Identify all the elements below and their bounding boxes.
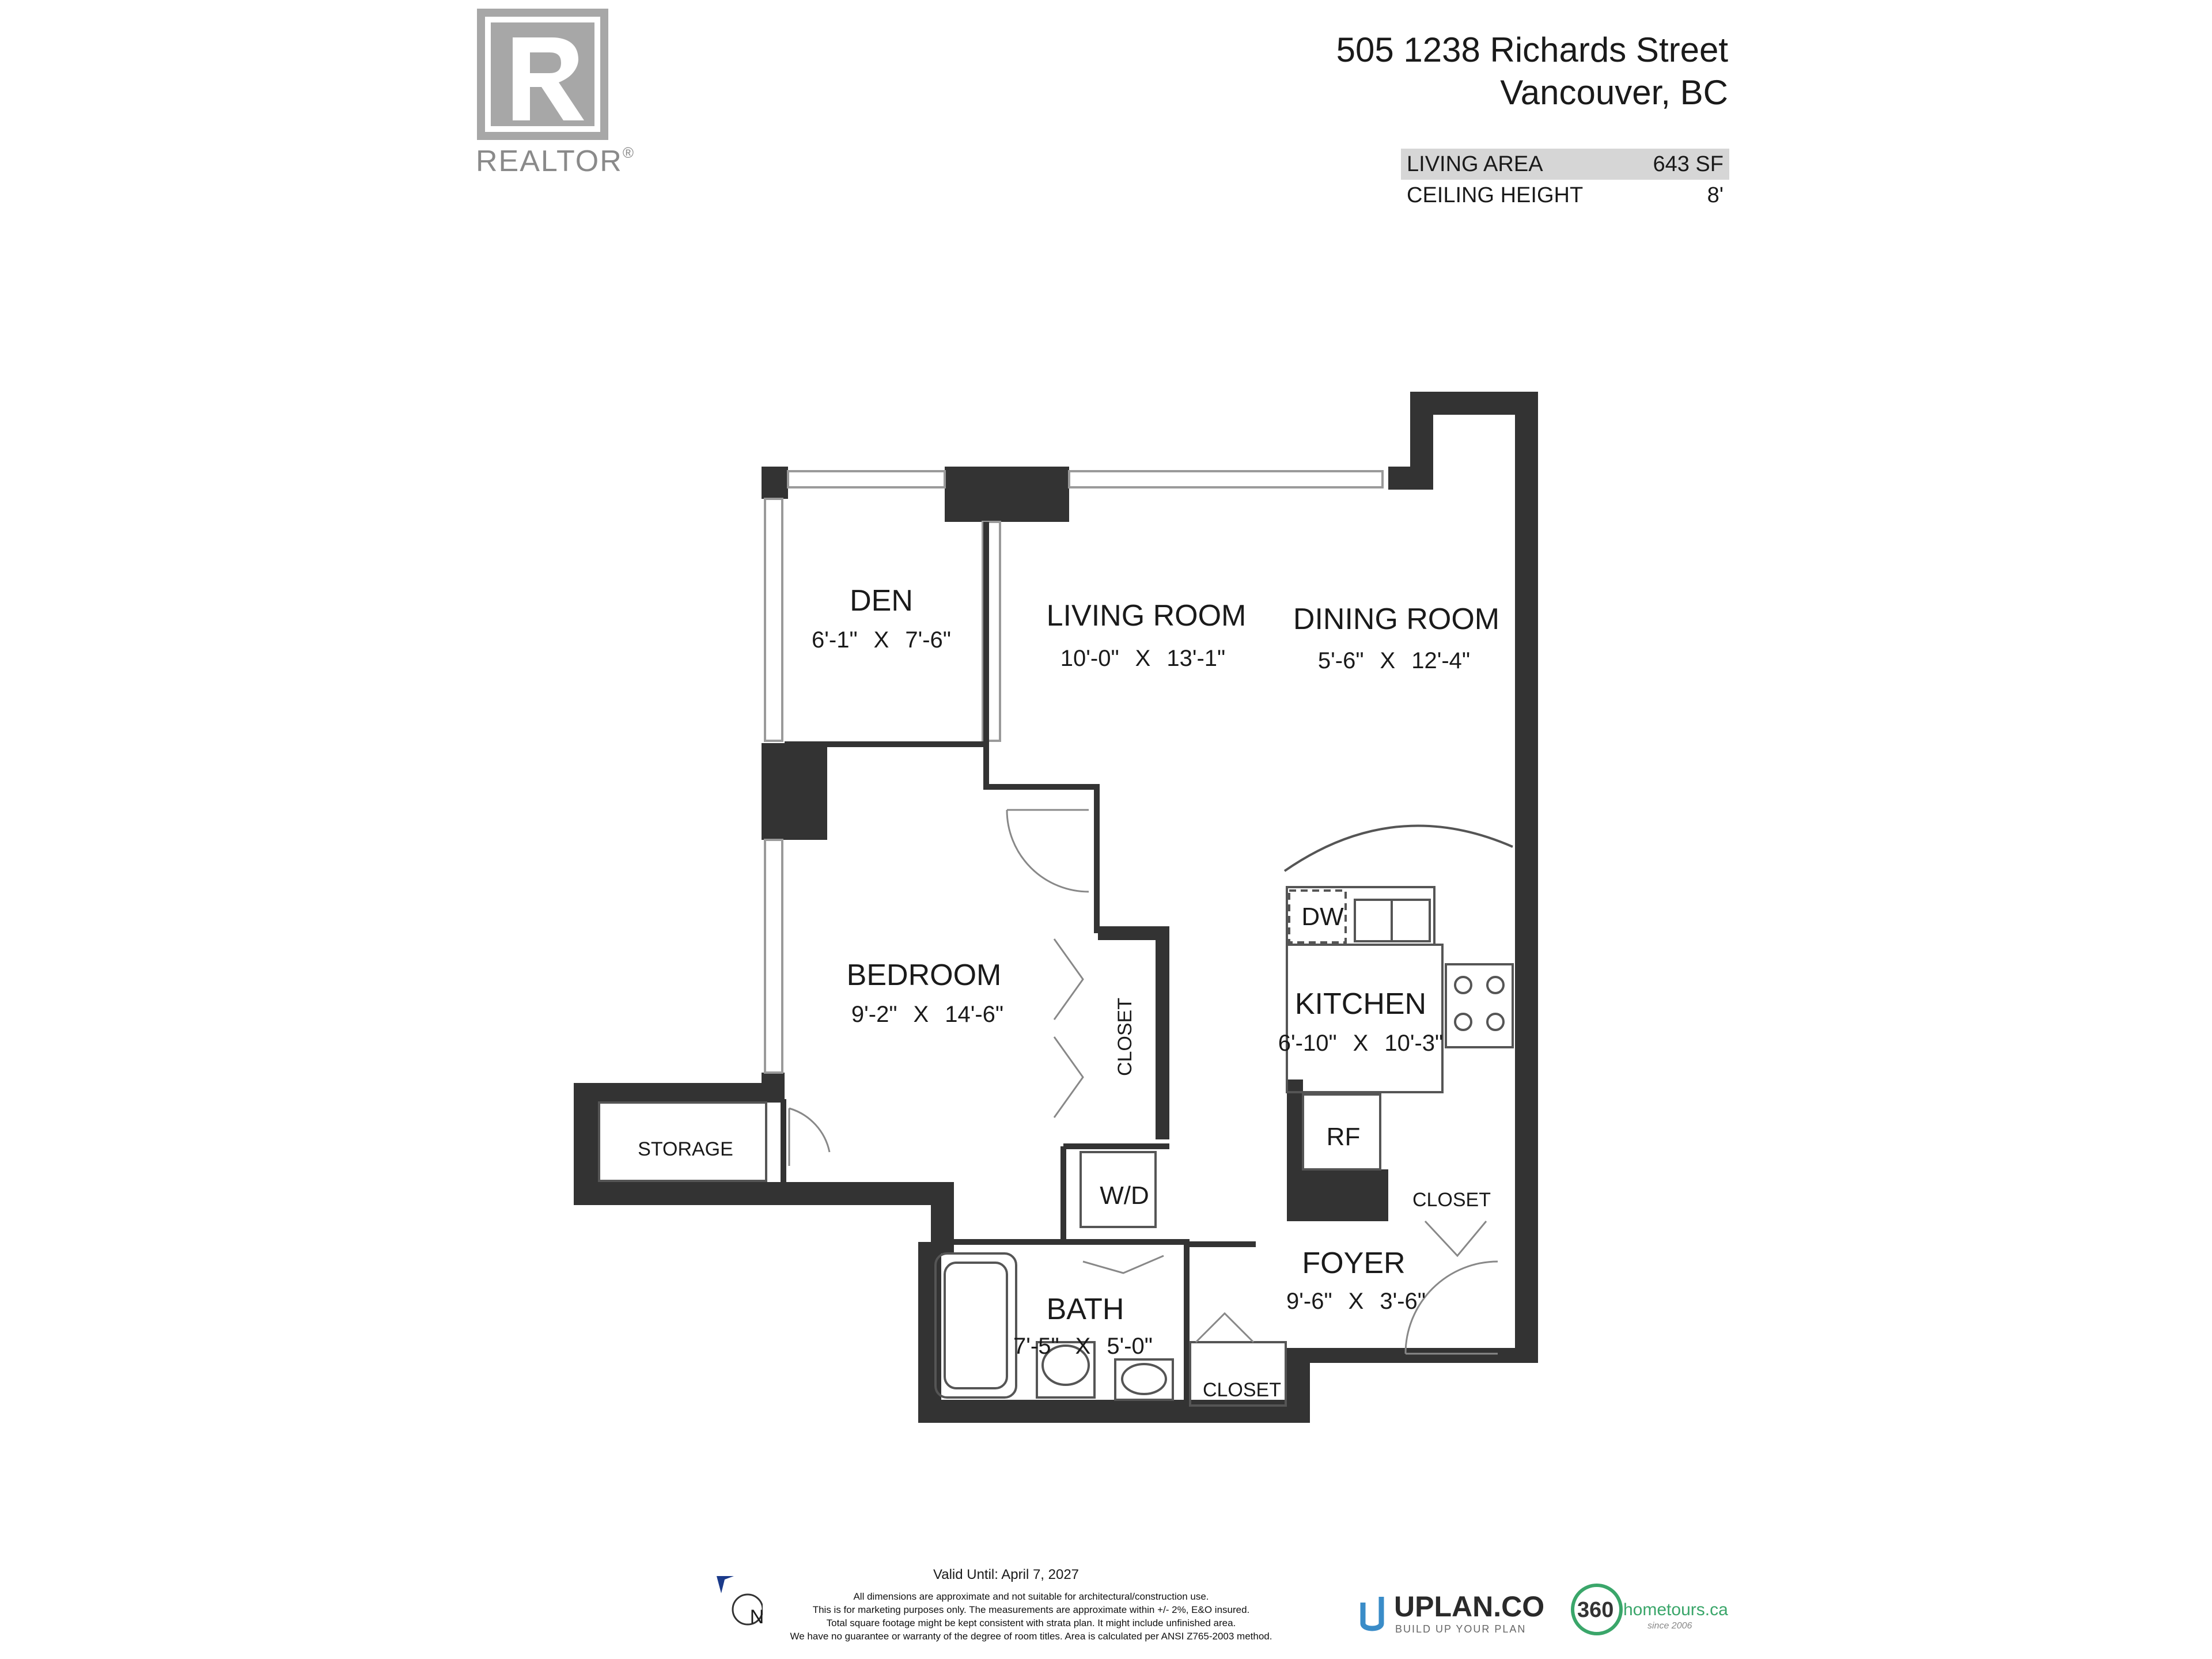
closet-label-bedroom: CLOSET — [1114, 998, 1136, 1076]
room-name-kitchen: KITCHEN — [1295, 987, 1426, 1021]
disclaimer-line: We have no guarantee or warranty of the … — [790, 1631, 1272, 1642]
fixture-washer-dryer: W/D — [1100, 1181, 1149, 1210]
kitchen-counters — [1283, 824, 1514, 1171]
fixture-fridge: RF — [1327, 1123, 1361, 1151]
fixture-dishwasher: DW — [1301, 903, 1344, 931]
storage-label: STORAGE — [638, 1138, 733, 1160]
stat-label: LIVING AREA — [1407, 152, 1543, 176]
room-name-living: LIVING ROOM — [1047, 599, 1247, 632]
north-label: N — [749, 1606, 764, 1628]
realtor-logo — [477, 9, 608, 140]
room-name-foyer: FOYER — [1302, 1247, 1405, 1280]
north-arrow-icon — [717, 1576, 763, 1626]
room-name-bath: BATH — [1047, 1293, 1124, 1326]
hometours-name: hometours.ca — [1623, 1600, 1728, 1619]
room-name-dining: DINING ROOM — [1293, 603, 1499, 636]
uplan-name: UPLAN.CO — [1394, 1590, 1545, 1623]
disclaimer-line: All dimensions are approximate and not s… — [853, 1591, 1209, 1602]
interior-walls — [781, 522, 1256, 1411]
stat-value: 643 SF — [1653, 152, 1724, 176]
stat-label: CEILING HEIGHT — [1407, 183, 1584, 207]
windows — [764, 470, 1384, 1074]
hometours-ring-icon — [1571, 1584, 1623, 1635]
realtor-wordmark: REALTOR® — [476, 144, 635, 178]
address-line-1: 505 1238 Richards Street — [1336, 31, 1728, 69]
realtor-r-icon — [477, 9, 608, 140]
disclaimer: All dimensions are approximate and not s… — [749, 1590, 1313, 1643]
disclaimer-line: Total square footage might be kept consi… — [826, 1618, 1236, 1628]
room-name-bedroom: BEDROOM — [847, 959, 1002, 992]
doors — [788, 809, 1498, 1355]
bath-fixtures — [598, 1101, 1287, 1407]
uplan-tagline: BUILD UP YOUR PLAN — [1395, 1623, 1527, 1635]
stat-value: 8' — [1707, 183, 1724, 207]
address-line-2: Vancouver, BC — [1500, 73, 1728, 112]
valid-until: Valid Until: April 7, 2027 — [933, 1567, 1080, 1582]
room-name-den: DEN — [850, 584, 913, 618]
closet-label-foyer: CLOSET — [1412, 1189, 1491, 1211]
uplan-logo-icon — [1360, 1597, 1384, 1631]
hometours-number: 360 — [1577, 1598, 1614, 1622]
closet-label-bath: CLOSET — [1203, 1379, 1281, 1401]
hometours-since: since 2006 — [1647, 1621, 1692, 1631]
disclaimer-line: This is for marketing purposes only. The… — [812, 1604, 1250, 1615]
stat-ceiling-height: CEILING HEIGHT 8' — [1401, 180, 1729, 211]
stat-living-area: LIVING AREA 643 SF — [1401, 149, 1729, 180]
